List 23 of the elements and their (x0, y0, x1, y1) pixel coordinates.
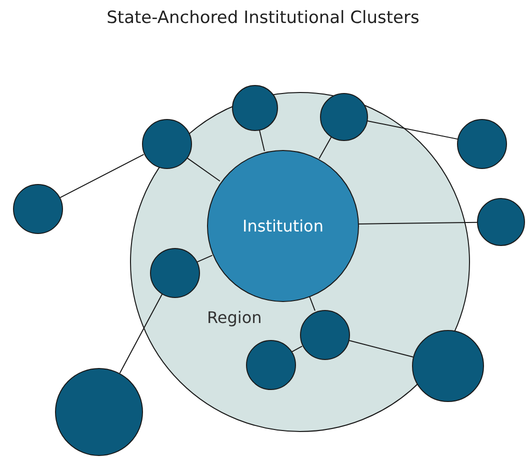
connector-line (186, 156, 220, 182)
node-circle (320, 93, 368, 141)
connector-line (366, 120, 458, 140)
node-circle (477, 198, 525, 246)
node-circle (300, 310, 350, 360)
node-circle (232, 85, 278, 131)
connector-line (196, 254, 213, 263)
node-circle (13, 184, 63, 234)
connector-line (258, 128, 265, 152)
node-circle (142, 119, 192, 169)
connector-line (318, 136, 332, 160)
connector-line (308, 295, 316, 312)
node-circle (457, 119, 507, 169)
connector-line (348, 340, 414, 358)
diagram-title: State-Anchored Institutional Clusters (106, 8, 420, 28)
connector-line (119, 294, 163, 374)
institution-label: Institution (242, 216, 324, 236)
connector-line (358, 222, 478, 224)
node-circle (246, 340, 296, 390)
region-label: Region (207, 308, 262, 327)
connector-line (60, 154, 144, 198)
node-circle (150, 248, 200, 298)
connector-line (291, 346, 303, 352)
